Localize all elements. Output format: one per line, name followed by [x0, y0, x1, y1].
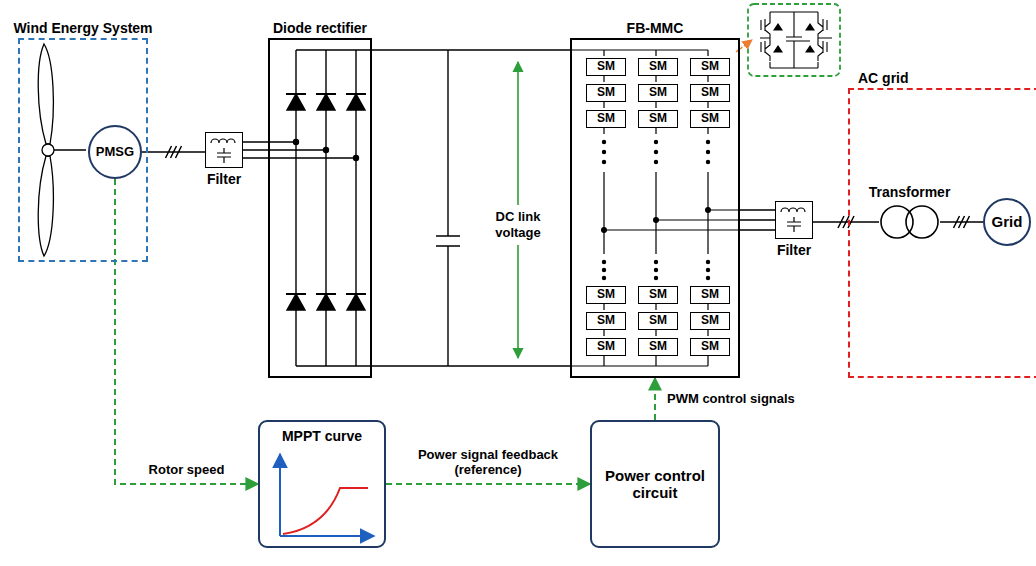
- filter-box: Filter: [205, 132, 243, 168]
- grid-label: Grid: [985, 213, 1029, 230]
- submodule-inset: [748, 4, 840, 76]
- dc-voltage-arrow: [517, 62, 519, 205]
- submodule-label: SM: [587, 340, 625, 354]
- grid-region: AC gridTransformerGrid: [848, 88, 1036, 378]
- generator-circle: PMSG: [88, 125, 142, 179]
- submodule-box: SM: [638, 338, 678, 356]
- transformer-outline: [879, 204, 940, 240]
- submodule-label: SM: [691, 112, 729, 126]
- submodule-box: SM: [586, 58, 626, 76]
- system-region: Wind Energy SystemPMSG: [18, 38, 148, 262]
- submodule-box: SM: [586, 338, 626, 356]
- submodule-box: SM: [690, 286, 730, 304]
- submodule-label: SM: [639, 288, 677, 302]
- submodule-box: SM: [638, 58, 678, 76]
- submodule-box: SM: [690, 338, 730, 356]
- control-box: MPPT curve: [258, 420, 386, 548]
- submodule-box: SM: [586, 110, 626, 128]
- submodule-label: SM: [587, 60, 625, 74]
- converter-box: Diode rectifier: [268, 38, 372, 378]
- submodule-box: SM: [638, 110, 678, 128]
- heading-label: Transformer: [869, 184, 951, 200]
- filter-label: Filter: [777, 242, 811, 258]
- edge-label: PWM control signals: [665, 391, 797, 407]
- submodule-box: SM: [690, 110, 730, 128]
- box-title: MPPT curve: [260, 428, 384, 444]
- grid-circle: Grid: [983, 198, 1031, 246]
- power-line: [940, 216, 983, 228]
- power-line: [813, 216, 879, 228]
- submodule-label: SM: [587, 86, 625, 100]
- submodule-box: SM: [586, 286, 626, 304]
- dc-voltage-arrow: [517, 245, 519, 358]
- submodule-box: SM: [586, 312, 626, 330]
- power-line: [372, 50, 570, 366]
- submodule-label: SM: [691, 60, 729, 74]
- power-line: [142, 146, 205, 158]
- submodule-box: SM: [638, 312, 678, 330]
- submodule-label: SM: [691, 314, 729, 328]
- filter-box: Filter: [775, 201, 813, 239]
- submodule-label: SM: [587, 288, 625, 302]
- heading-label: FB-MMC: [627, 20, 684, 36]
- control-box: Power control circuit: [590, 420, 720, 548]
- transformer-symbol: Transformer: [879, 204, 940, 240]
- diode-bridge: [268, 50, 372, 366]
- submodule-box: SM: [690, 84, 730, 102]
- power-line: [243, 142, 268, 158]
- edge-label: Rotor speed: [147, 462, 227, 478]
- submodule-label: SM: [691, 86, 729, 100]
- signal-arrow: [115, 179, 258, 484]
- submodule-label: SM: [639, 314, 677, 328]
- signal-arrow: [386, 483, 590, 485]
- submodule-box: SM: [638, 286, 678, 304]
- signal-arrow: [654, 378, 656, 420]
- power-line: [740, 210, 775, 230]
- submodule-label: SM: [639, 112, 677, 126]
- dc-link-label: DC link voltage: [485, 209, 551, 240]
- converter-box: FB-MMCSMSMSMSMSMSMSMSMSMSMSMSMSMSMSMSMSM…: [570, 38, 740, 378]
- submodule-box: SM: [690, 312, 730, 330]
- generator-label: PMSG: [90, 145, 140, 160]
- submodule-box: SM: [638, 84, 678, 102]
- edge-label: Power signal feedback (reference): [400, 447, 576, 478]
- filter-label: Filter: [207, 171, 241, 187]
- heading-label: Diode rectifier: [273, 20, 367, 36]
- submodule-label: SM: [587, 112, 625, 126]
- mmc-arms: [570, 50, 740, 366]
- submodule-box: SM: [690, 58, 730, 76]
- submodule-label: SM: [639, 340, 677, 354]
- wind-turbine: [38, 44, 86, 256]
- dc-capacitor: [436, 50, 460, 366]
- submodule-label: SM: [639, 86, 677, 100]
- mppt-plot: [280, 454, 374, 536]
- full-bridge-submodule: [760, 12, 832, 68]
- heading-label: AC grid: [858, 70, 909, 86]
- submodule-label: SM: [639, 60, 677, 74]
- submodule-label: SM: [587, 314, 625, 328]
- submodule-box: SM: [586, 84, 626, 102]
- box-title: Power control circuit: [592, 467, 718, 502]
- submodule-label: SM: [691, 288, 729, 302]
- submodule-label: SM: [691, 340, 729, 354]
- heading-label: Wind Energy System: [13, 20, 152, 36]
